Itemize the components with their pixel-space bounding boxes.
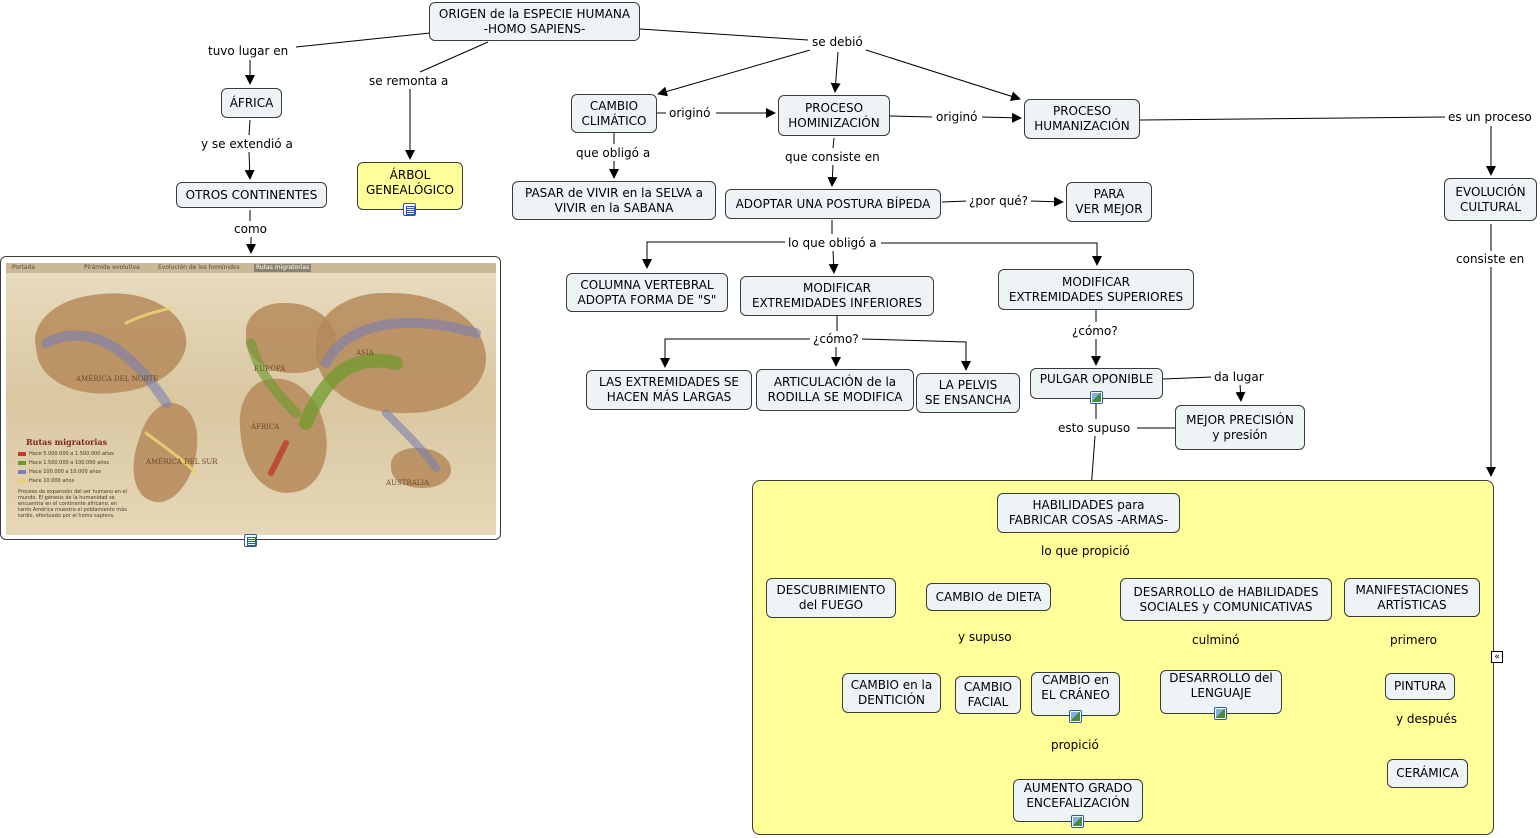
document-icon[interactable] bbox=[403, 203, 416, 216]
map-tab: Portada bbox=[12, 264, 36, 271]
legend-text: Hace 100.000 a 10.000 años bbox=[29, 469, 102, 475]
node-evolucion-cultural[interactable]: EVOLUCIÓN CULTURAL bbox=[1444, 178, 1537, 221]
node-ver-mejor[interactable]: PARA VER MEJOR bbox=[1066, 182, 1152, 222]
node-columna-vertebral[interactable]: COLUMNA VERTEBRAL ADOPTA FORMA DE "S" bbox=[566, 273, 728, 312]
node-desarrollo-lenguaje[interactable]: DESARROLLO del LENGUAJE bbox=[1160, 670, 1282, 714]
collapse-icon[interactable]: « bbox=[1491, 651, 1503, 663]
node-extremidades-inferiores[interactable]: MODIFICAR EXTREMIDADES INFERIORES bbox=[740, 276, 934, 316]
map-tab: Pirámide evolutiva bbox=[84, 264, 140, 271]
link-label: se debió bbox=[809, 34, 866, 50]
legend-text: Hace 10.000 años bbox=[29, 478, 75, 484]
link-label: ¿cómo? bbox=[810, 331, 862, 347]
node-habilidades-sociales[interactable]: DESARROLLO de HABILIDADES SOCIALES y COM… bbox=[1120, 578, 1332, 621]
node-pintura[interactable]: PINTURA bbox=[1385, 673, 1455, 700]
link-label: originó bbox=[933, 109, 981, 125]
map-label: EUROPA bbox=[254, 365, 286, 373]
node-humanizacion[interactable]: PROCESO HUMANIZACIÓN bbox=[1024, 99, 1140, 139]
node-habilidades-armas[interactable]: HABILIDADES para FABRICAR COSAS -ARMAS- bbox=[997, 493, 1180, 533]
link-label: ¿cómo? bbox=[1069, 323, 1121, 339]
link-label: que consiste en bbox=[782, 149, 883, 165]
map-label: AMÉRICA DEL NORTE bbox=[76, 375, 159, 383]
link-label: ¿por qué? bbox=[966, 193, 1032, 209]
node-origen[interactable]: ORIGEN de la ESPECIE HUMANA -HOMO SAPIEN… bbox=[429, 2, 640, 41]
map-label: ÁFRICA bbox=[251, 423, 280, 431]
node-ceramica[interactable]: CERÁMICA bbox=[1387, 759, 1468, 788]
map-legend-title: Rutas migratorias bbox=[26, 437, 108, 447]
link-label: consiste en bbox=[1453, 251, 1528, 267]
link-label: que obligó a bbox=[573, 145, 654, 161]
habilidades-group bbox=[752, 480, 1494, 835]
node-hominizacion[interactable]: PROCESO HOMINIZACIÓN bbox=[778, 95, 890, 136]
map-legend-item: Hace 5.000.000 a 1.500.000 años bbox=[18, 451, 114, 457]
link-label: como bbox=[231, 221, 270, 237]
node-pelvis[interactable]: LA PELVIS SE ENSANCHA bbox=[916, 373, 1020, 413]
migration-map-image: Portada Pirámide evolutiva Evolución de … bbox=[6, 263, 496, 535]
image-icon[interactable] bbox=[1071, 815, 1084, 828]
link-label: originó bbox=[666, 105, 714, 121]
continent-asia bbox=[316, 293, 486, 413]
link-label: y supuso bbox=[955, 629, 1015, 645]
link-label: lo que obligó a bbox=[785, 235, 880, 251]
link-label: y se extendió a bbox=[198, 136, 296, 152]
legend-swatch bbox=[18, 469, 26, 474]
map-label: AUSTRALIA bbox=[386, 479, 430, 487]
image-icon[interactable] bbox=[1214, 707, 1227, 720]
map-legend-item: Hace 100.000 a 10.000 años bbox=[18, 469, 101, 475]
legend-swatch bbox=[18, 451, 26, 456]
map-legend-item: Hace 1.500.000 a 100.000 años bbox=[18, 460, 109, 466]
link-label: lo que propició bbox=[1038, 543, 1133, 559]
document-icon[interactable] bbox=[244, 534, 257, 547]
node-cambio-craneo[interactable]: CAMBIO en EL CRÁNEO bbox=[1031, 672, 1120, 716]
image-icon[interactable] bbox=[1090, 391, 1103, 404]
migration-routes bbox=[41, 306, 481, 476]
node-otros-continentes[interactable]: OTROS CONTINENTES bbox=[176, 182, 327, 208]
legend-swatch bbox=[18, 478, 26, 483]
legend-text: Hace 1.500.000 a 100.000 años bbox=[29, 460, 110, 466]
node-manifestaciones-artisticas[interactable]: MANIFESTACIONES ARTÍSTICAS bbox=[1344, 578, 1480, 617]
node-postura-bipeda[interactable]: ADOPTAR UNA POSTURA BÍPEDA bbox=[725, 189, 941, 219]
node-denticion[interactable]: CAMBIO en la DENTICIÓN bbox=[842, 673, 941, 713]
link-label: es un proceso bbox=[1445, 109, 1535, 125]
map-tab-active: Rutas migratorias bbox=[254, 264, 312, 272]
link-label: propició bbox=[1048, 737, 1102, 753]
node-arbol-genealogico[interactable]: ÁRBOL GENEALÓGICO bbox=[357, 162, 463, 210]
node-extremidades-superiores[interactable]: MODIFICAR EXTREMIDADES SUPERIORES bbox=[998, 269, 1194, 310]
node-selva-sabana[interactable]: PASAR de VIVIR en la SELVA a VIVIR en la… bbox=[512, 181, 716, 220]
map-legend-item: Hace 10.000 años bbox=[18, 478, 74, 484]
map-caption: Proceso de expansión del ser humano en e… bbox=[18, 489, 127, 519]
link-label: esto supuso bbox=[1055, 420, 1134, 436]
legend-swatch bbox=[18, 460, 26, 465]
node-cambio-facial[interactable]: CAMBIO FACIAL bbox=[955, 676, 1021, 714]
link-label: primero bbox=[1387, 632, 1440, 648]
node-mejor-precision[interactable]: MEJOR PRECISIÓN y presión bbox=[1175, 405, 1305, 450]
node-cambio-climatico[interactable]: CAMBIO CLIMÁTICO bbox=[571, 94, 657, 133]
node-fuego[interactable]: DESCUBRIMIENTO del FUEGO bbox=[766, 578, 896, 618]
node-cambio-dieta[interactable]: CAMBIO de DIETA bbox=[926, 583, 1051, 611]
image-icon[interactable] bbox=[1069, 710, 1082, 723]
node-africa[interactable]: ÁFRICA bbox=[221, 88, 282, 118]
node-extremidades-largas[interactable]: LAS EXTREMIDADES SE HACEN MÁS LARGAS bbox=[586, 370, 752, 410]
link-label: da lugar bbox=[1211, 369, 1267, 385]
link-label: se remonta a bbox=[366, 73, 452, 89]
legend-text: Hace 5.000.000 a 1.500.000 años bbox=[29, 451, 114, 457]
link-label: tuvo lugar en bbox=[205, 43, 292, 59]
map-tab: Evolución de los homínidos bbox=[158, 264, 240, 271]
node-encefalizacion[interactable]: AUMENTO GRADO ENCEFALIZACIÓN bbox=[1013, 779, 1143, 822]
link-label: y después bbox=[1393, 711, 1461, 727]
map-label: AMÉRICA DEL SUR bbox=[146, 458, 218, 466]
link-label: culminó bbox=[1189, 632, 1243, 648]
map-label: ASIA bbox=[356, 349, 374, 357]
map-menubar: Portada Pirámide evolutiva Evolución de … bbox=[6, 263, 496, 273]
node-rodilla[interactable]: ARTICULACIÓN de la RODILLA SE MODIFICA bbox=[756, 369, 914, 411]
